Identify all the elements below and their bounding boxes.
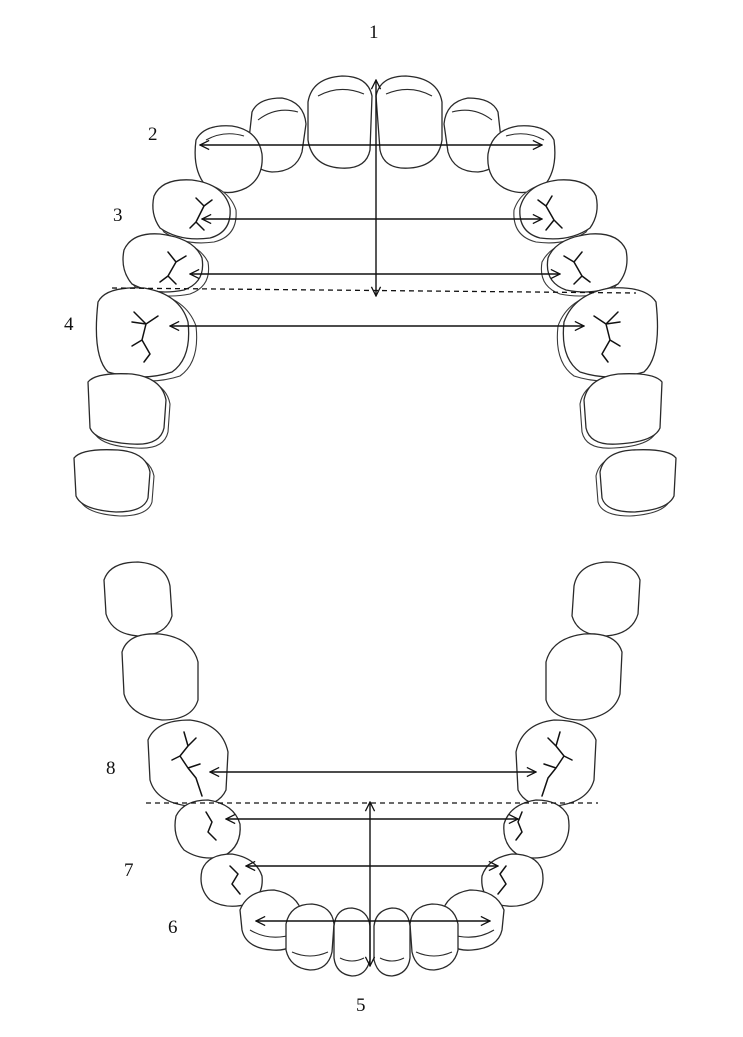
lower-second-premolar-right (503, 799, 570, 859)
label-2: 2 (148, 124, 158, 145)
lower-second-molar-left (121, 633, 199, 721)
lower-arch (103, 561, 641, 977)
upper-first-molar-left (95, 287, 198, 382)
upper-arch (73, 75, 677, 517)
lower-first-molar-right (515, 719, 597, 807)
upper-second-premolar-right (540, 233, 628, 297)
upper-third-molar-left (73, 449, 155, 517)
lower-lateral-incisor-left (285, 903, 335, 971)
lower-lateral-incisor-right (409, 903, 459, 971)
upper-central-incisor-right (375, 75, 443, 169)
lower-central-incisor-right (373, 907, 411, 977)
label-4: 4 (64, 314, 74, 335)
measurement-arrows (170, 80, 584, 966)
lower-third-molar-left (103, 561, 173, 637)
lower-central-incisor-left (333, 907, 371, 977)
label-8: 8 (106, 758, 116, 779)
label-7: 7 (124, 860, 134, 881)
measurement-labels: 1 2 3 4 8 7 6 5 (64, 22, 379, 1016)
label-3: 3 (113, 205, 123, 226)
label-1: 1 (369, 22, 379, 43)
label-6: 6 (168, 917, 178, 938)
upper-first-molar-right (556, 287, 659, 382)
upper-second-premolar-left (122, 233, 210, 297)
upper-third-molar-right (595, 449, 677, 517)
lower-third-molar-right (571, 561, 641, 637)
upper-second-molar-right (579, 373, 663, 449)
lower-first-molar-left (147, 719, 229, 807)
label-5: 5 (356, 995, 366, 1016)
upper-second-molar-left (87, 373, 171, 449)
lower-second-premolar-left (174, 799, 241, 859)
lower-second-molar-right (545, 633, 623, 721)
upper-central-incisor-left (307, 75, 373, 169)
